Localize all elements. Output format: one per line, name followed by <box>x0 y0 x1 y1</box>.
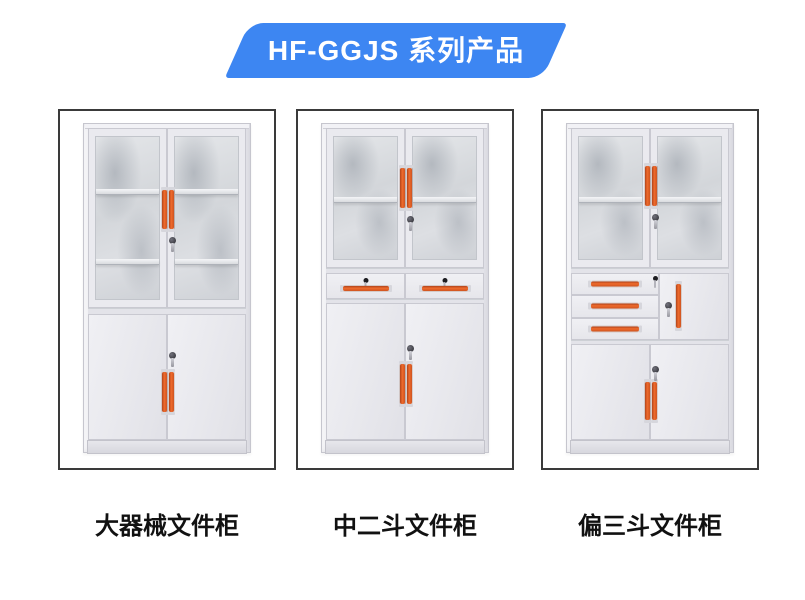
glass-pane <box>657 136 722 260</box>
shelf-line <box>658 196 721 203</box>
drawer-stack <box>571 273 659 340</box>
door-handle <box>399 165 406 211</box>
door-handle <box>674 281 682 331</box>
glass-pane <box>174 136 239 300</box>
cabinet-base <box>570 440 730 454</box>
small-door <box>658 273 729 340</box>
door-handle <box>161 187 168 232</box>
lock-icon <box>664 302 672 317</box>
lock-icon <box>407 216 414 231</box>
lower-door-section <box>571 344 729 440</box>
drawer-3 <box>571 317 659 340</box>
shelf-line <box>96 258 159 265</box>
drawer-handle <box>587 280 642 288</box>
shelf-line <box>175 258 238 265</box>
cabinet-illustration-3 <box>566 123 734 454</box>
lock-icon <box>442 278 447 290</box>
drawer-handle <box>339 285 392 292</box>
drawer-right <box>405 273 484 299</box>
glass-door-left <box>571 128 650 268</box>
door-handle <box>651 379 658 423</box>
glass-pane <box>333 136 398 260</box>
glass-door-right <box>167 128 246 308</box>
lower-door-section <box>326 303 484 440</box>
drawer-1 <box>571 273 659 296</box>
product-image-frame-3 <box>541 109 759 470</box>
solid-door-left <box>571 344 650 440</box>
drawer-2 <box>571 295 659 318</box>
cabinet-illustration-1 <box>83 123 251 454</box>
door-handle <box>406 165 413 211</box>
drawer-left <box>326 273 405 299</box>
lock-icon <box>652 276 658 288</box>
drawer-and-door-section <box>571 273 729 340</box>
shelf-line <box>413 196 476 203</box>
drawer-handle <box>587 302 642 310</box>
solid-door-left <box>326 303 405 440</box>
door-handle <box>161 369 168 415</box>
cabinet-illustration-2 <box>321 123 489 454</box>
product-image-frame-1 <box>58 109 276 470</box>
glass-door-section <box>571 128 729 268</box>
solid-door-right <box>405 303 484 440</box>
lock-icon <box>407 345 414 360</box>
shelf-line <box>579 196 642 203</box>
glass-pane <box>412 136 477 260</box>
door-handle <box>168 187 175 232</box>
shelf-line <box>334 196 397 203</box>
glass-door-right <box>650 128 729 268</box>
cabinet-base <box>325 440 485 454</box>
lock-icon <box>169 352 176 367</box>
lock-icon <box>652 366 659 381</box>
door-handle <box>406 361 413 407</box>
product-name-3: 偏三斗文件柜 <box>578 513 722 540</box>
glass-door-section <box>326 128 484 268</box>
lower-door-section <box>88 314 246 440</box>
lock-icon <box>169 237 176 252</box>
product-name-2: 中二斗文件柜 <box>333 513 477 540</box>
product-name-1: 大器械文件柜 <box>95 513 239 540</box>
lock-icon <box>363 278 368 290</box>
cabinet-base <box>87 440 247 454</box>
glass-door-left <box>326 128 405 268</box>
shelf-line <box>96 188 159 195</box>
lock-icon <box>652 214 659 229</box>
glass-door-left <box>88 128 167 308</box>
product-image-frame-2 <box>296 109 514 470</box>
glass-pane <box>578 136 643 260</box>
drawer-handle <box>587 325 642 333</box>
glass-pane <box>95 136 160 300</box>
series-title: HF-GGJS 系列产品 <box>267 35 525 66</box>
solid-door-right <box>650 344 729 440</box>
glass-door-right <box>405 128 484 268</box>
door-handle <box>644 379 651 423</box>
series-banner: HF-GGJS 系列产品 <box>224 23 568 78</box>
solid-door-left <box>88 314 167 440</box>
door-handle <box>651 163 658 209</box>
glass-door-section <box>88 128 246 308</box>
drawer-row <box>326 273 484 299</box>
door-handle <box>168 369 175 415</box>
door-handle <box>644 163 651 209</box>
solid-door-right <box>167 314 246 440</box>
shelf-line <box>175 188 238 195</box>
drawer-handle <box>418 285 471 292</box>
door-handle <box>399 361 406 407</box>
